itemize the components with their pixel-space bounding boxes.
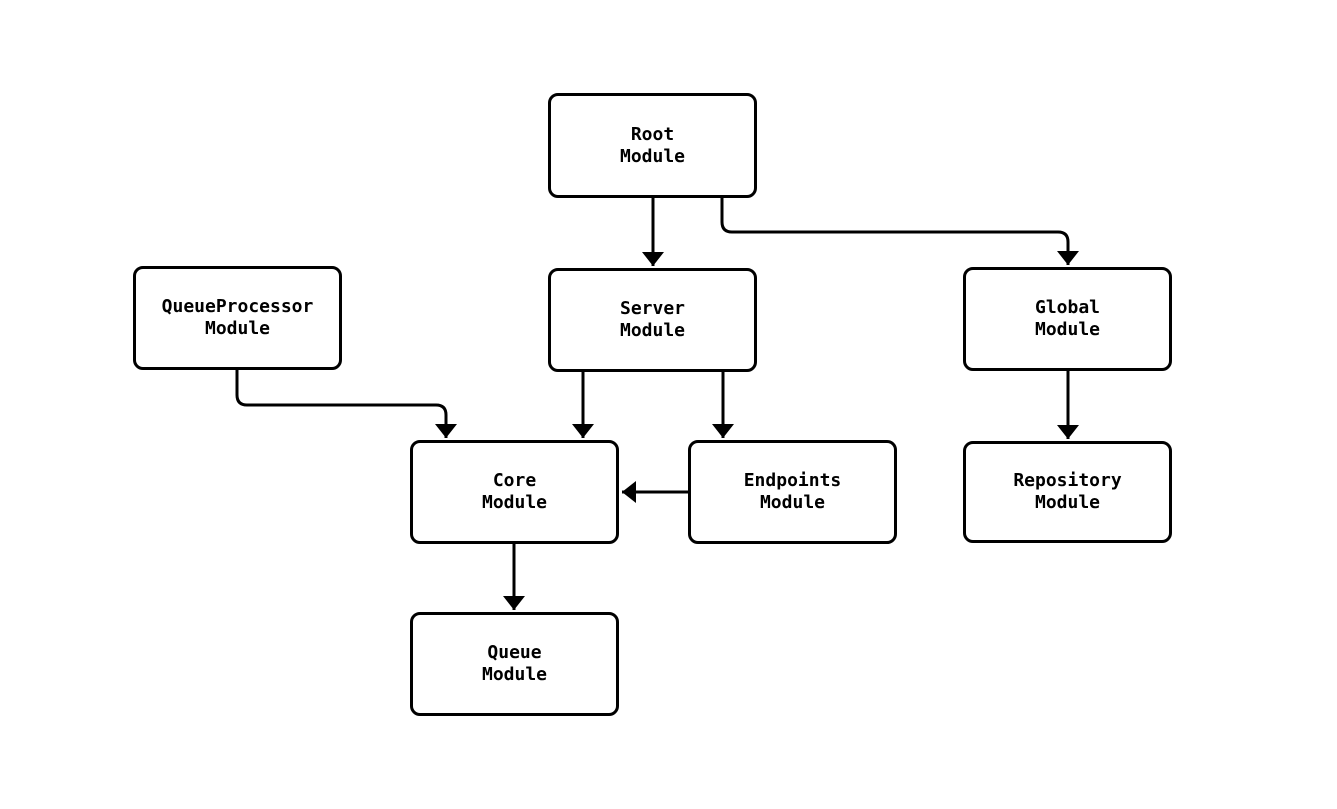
edge-root-to-global bbox=[720, 198, 1079, 265]
node-root-module-label: Root Module bbox=[619, 123, 686, 167]
node-queueprocessor-module-label: QueueProcessor Module bbox=[161, 296, 314, 339]
node-core-module: Core Module bbox=[410, 440, 619, 544]
edge-queueprocessor-to-core bbox=[235, 370, 457, 438]
node-core-module-label: Core Module bbox=[481, 470, 548, 513]
node-global-module-label: Global Module bbox=[1034, 297, 1101, 340]
node-repository-module: Repository Module bbox=[963, 441, 1172, 543]
node-root-module: Root Module bbox=[548, 93, 757, 198]
node-server-module: Server Module bbox=[548, 268, 757, 372]
node-endpoints-module-label: Endpoints Module bbox=[743, 470, 842, 513]
node-server-module-label: Server Module bbox=[619, 298, 686, 341]
node-queue-module-label: Queue Module bbox=[481, 642, 548, 685]
node-queueprocessor-module: QueueProcessor Module bbox=[133, 266, 342, 370]
node-repository-module-label: Repository Module bbox=[1013, 470, 1122, 513]
node-queue-module: Queue Module bbox=[410, 612, 619, 716]
node-global-module: Global Module bbox=[963, 267, 1172, 371]
node-endpoints-module: Endpoints Module bbox=[688, 440, 897, 544]
